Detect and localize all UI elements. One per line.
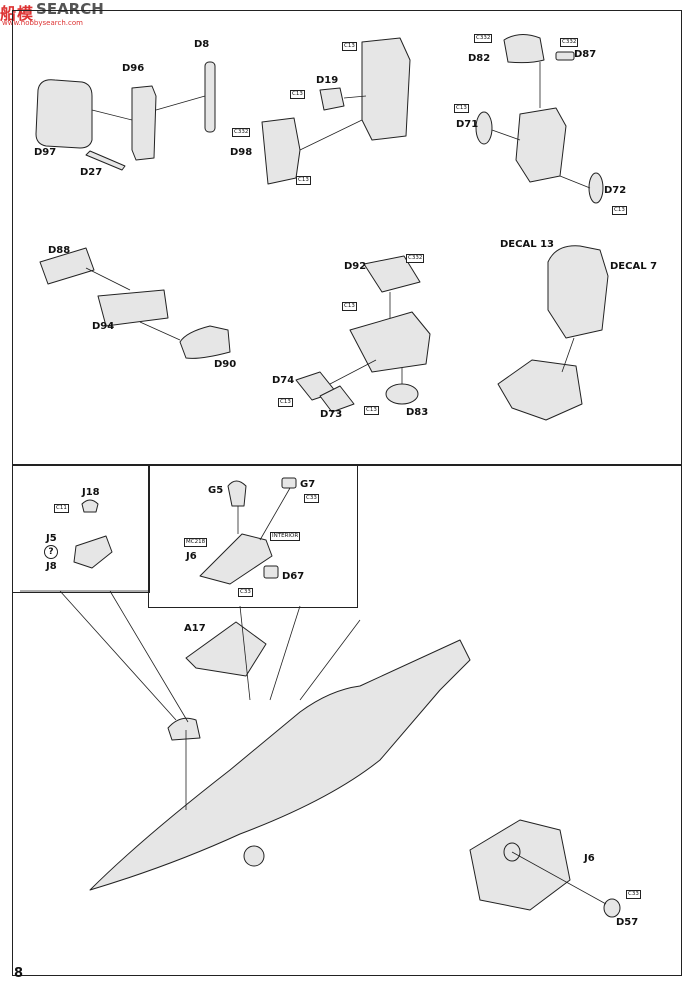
part-label-d57: D57 (616, 917, 639, 928)
rod-d27 (85, 150, 126, 171)
part-label-d96: D96 (122, 63, 145, 74)
part-label-j6-detail: J6 (584, 853, 595, 864)
color-code-c13-seat: C13 (342, 302, 357, 311)
color-code-c13-c: C13 (296, 176, 311, 185)
part-label-j6: J6 (186, 551, 197, 562)
front-windscreen (167, 717, 201, 741)
part-label-d90: D90 (214, 359, 237, 370)
part-label-a17: A17 (184, 623, 206, 634)
color-code-c33-d57: C33 (626, 890, 641, 899)
pedal-d73 (319, 385, 355, 413)
part-label-d97: D97 (34, 147, 57, 158)
part-label-d8: D8 (194, 39, 210, 50)
part-label-j18: J18 (82, 487, 100, 498)
color-code-c13-d74: C13 (278, 398, 293, 407)
part-label-d92: D92 (344, 261, 367, 272)
color-code-c13-a: C13 (342, 42, 357, 51)
headrest-d98 (261, 117, 301, 185)
nose-gear (243, 845, 265, 867)
part-label-d87: D87 (574, 49, 597, 60)
seat-frame-d96 (131, 85, 157, 161)
part-label-j8: J8 (46, 561, 57, 572)
part-d90 (179, 325, 231, 359)
block-d87 (555, 51, 575, 61)
part-label-d27: D27 (80, 167, 103, 178)
part-label-g7: G7 (300, 479, 316, 490)
bracket-d19 (319, 87, 345, 111)
optional-part-icon: ? (44, 545, 58, 559)
color-code-interior: INTERIOR (270, 532, 301, 541)
part-label-d82: D82 (468, 53, 491, 64)
rear-cockpit-inset-frame (148, 464, 358, 608)
cushion-d92 (363, 255, 421, 293)
decal-label-13: DECAL 13 (500, 239, 554, 250)
watermark-logo-text: 船模 (0, 4, 35, 23)
color-code-c13-d83: C13 (364, 406, 379, 415)
part-label-d74: D74 (272, 375, 295, 386)
plate-d94 (97, 289, 169, 327)
detail-d57 (603, 898, 621, 918)
front-panel-j5 (73, 535, 113, 569)
seat-back-armor (361, 37, 411, 141)
part-label-j5: J5 (46, 533, 57, 544)
part-label-d94: D94 (92, 321, 115, 332)
part-label-d67: D67 (282, 571, 305, 582)
rod-d8 (204, 61, 216, 133)
watermark-url: www.hobbysearch.com (2, 19, 83, 27)
assembled-seat (547, 245, 609, 339)
watermark-search-text: SEARCH (36, 0, 104, 18)
seat-pan (349, 311, 431, 373)
top-section-frame (12, 10, 682, 466)
part-label-g5: G5 (208, 485, 224, 496)
part-label-d83: D83 (406, 407, 429, 418)
ring-d72 (588, 172, 604, 204)
part-label-d73: D73 (320, 409, 343, 420)
part-label-d98: D98 (230, 147, 253, 158)
rear-panel-j6 (199, 533, 273, 585)
fuselage-body (89, 639, 471, 891)
color-code-c13-b: C13 (290, 90, 305, 99)
watermark: 船模 SEARCH (0, 0, 104, 32)
front-cockpit-inset-frame (12, 464, 150, 593)
part-label-d72: D72 (604, 185, 627, 196)
pad-d83 (385, 383, 419, 405)
part-label-d71: D71 (456, 119, 479, 130)
color-code-c33-g7: C33 (304, 494, 319, 503)
decal-label-7: DECAL 7 (610, 261, 658, 272)
part-d67 (263, 565, 279, 579)
seat-shell (515, 107, 567, 183)
assembled-seat-base (497, 359, 583, 421)
color-code-c332-d92: C332 (406, 254, 425, 263)
part-g7 (281, 477, 297, 489)
part-label-d88: D88 (48, 245, 71, 256)
color-code-c33-j6: C33 (238, 588, 253, 597)
color-code-c13-d72: C13 (612, 206, 627, 215)
detail-inset-cockpit (469, 819, 571, 911)
color-code-c332-d82: C332 (474, 34, 493, 43)
color-code-c332: C332 (232, 128, 251, 137)
part-label-d19: D19 (316, 75, 339, 86)
color-code-c13-d71: C13 (454, 104, 469, 113)
color-code-mc218: MC218 (184, 538, 208, 547)
part-d88 (39, 247, 95, 285)
part-g5 (227, 480, 247, 507)
part-j18 (81, 499, 99, 513)
page-number: 8 (14, 966, 24, 981)
color-code-c11: C11 (54, 504, 69, 513)
ring-d71 (475, 111, 493, 145)
color-code-c332-d87: C332 (560, 38, 579, 47)
seat-cushion-d97 (35, 79, 93, 149)
headrest-d82 (503, 34, 545, 64)
